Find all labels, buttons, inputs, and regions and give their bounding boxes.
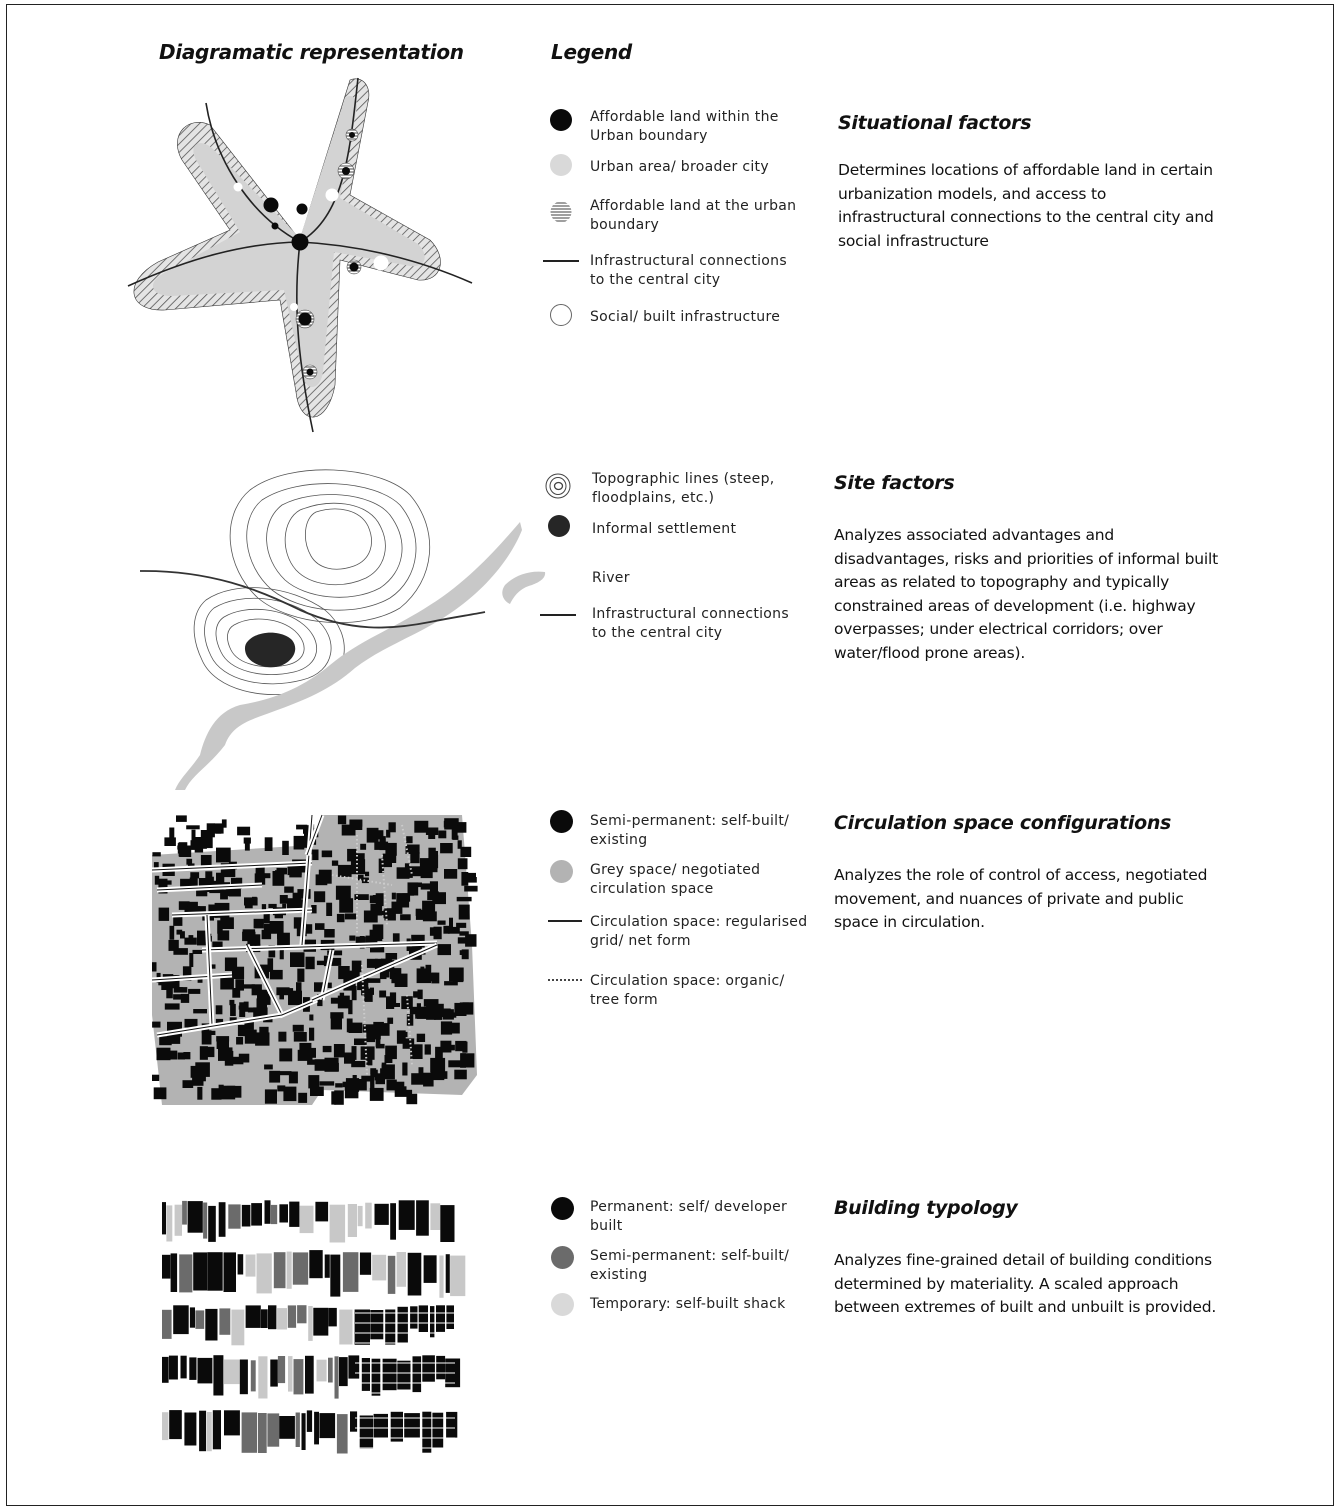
building-footprints — [162, 1200, 465, 1453]
topography-site-diagram — [130, 460, 530, 790]
section-description: Analyzes associated advantages and disad… — [834, 524, 1226, 665]
legend-label: Infrastructural connections to the centr… — [590, 252, 805, 290]
legend-label: Circulation space: regularised grid/ net… — [590, 913, 808, 951]
legend-label: Urban area/ broader city — [590, 158, 805, 177]
black-dot-symbol — [551, 1197, 574, 1220]
solid-line-symbol — [540, 614, 576, 616]
section-title: Building typology — [834, 1197, 1017, 1219]
legend-label: Temporary: self-built shack — [590, 1295, 808, 1314]
black-dot-symbol — [550, 810, 573, 833]
dark-grey-dot-symbol — [551, 1246, 574, 1269]
social-infrastructure-dot — [290, 303, 298, 311]
dotted-line-symbol — [548, 979, 582, 981]
legend-label: Permanent: self/ developer built — [590, 1198, 808, 1236]
social-infrastructure-dot — [326, 189, 339, 202]
section-title: Circulation space configurations — [834, 812, 1171, 834]
informal-settlement-shape — [245, 633, 295, 668]
light-grey-dot-symbol — [551, 1293, 574, 1316]
legend-label: Infrastructural connections to the centr… — [592, 605, 807, 643]
legend-label: Affordable land within the Urban boundar… — [590, 108, 805, 146]
legend-label: Grey space/ negotiated circulation space — [590, 861, 808, 899]
legend-label: Topographic lines (steep, floodplains, e… — [592, 470, 807, 508]
legend-label: Affordable land at the urban boundary — [590, 197, 805, 235]
section-description: Analyzes fine-grained detail of building… — [834, 1249, 1226, 1320]
building-footprints — [152, 815, 478, 1105]
legend-label: Semi-permanent: self-built/ existing — [590, 1247, 808, 1285]
affordable-land-dot — [297, 204, 308, 215]
contour-icon — [544, 472, 572, 500]
circulation-plan-diagram — [152, 815, 477, 1105]
legend-label: Circulation space: organic/ tree form — [590, 972, 808, 1010]
hatched-dot-symbol — [550, 201, 572, 223]
affordable-land-dot — [292, 234, 309, 251]
section-title: Site factors — [834, 472, 954, 494]
solid-line-symbol — [548, 920, 582, 922]
river-shape — [175, 522, 522, 790]
legend-label: Informal settlement — [592, 520, 807, 539]
legend-label: Semi-permanent: self-built/ existing — [590, 812, 808, 850]
legend-label: River — [592, 569, 807, 588]
legend-label: Social/ built infrastructure — [590, 308, 805, 327]
grey-dot-symbol — [550, 860, 573, 883]
section-description: Analyzes the role of control of access, … — [834, 864, 1226, 935]
starfish-urban-diagram — [125, 75, 485, 435]
affordable-land-dot — [264, 198, 279, 213]
affordable-land-dot — [272, 223, 279, 230]
light-grey-dot-symbol — [550, 154, 572, 176]
section-title: Situational factors — [838, 112, 1031, 134]
solid-line-symbol — [543, 260, 579, 262]
building-typology-plan — [160, 1195, 460, 1470]
white-dot-symbol — [550, 304, 572, 326]
social-infrastructure-dot — [374, 256, 389, 271]
social-infrastructure-dot — [234, 183, 243, 192]
dark-dot-symbol — [548, 515, 570, 537]
header-legend: Legend — [551, 40, 632, 64]
black-dot-symbol — [550, 109, 572, 131]
header-diagram: Diagramatic representation — [159, 40, 464, 64]
social-infrastructure-dot — [184, 231, 193, 240]
section-description: Determines locations of affordable land … — [838, 159, 1218, 253]
